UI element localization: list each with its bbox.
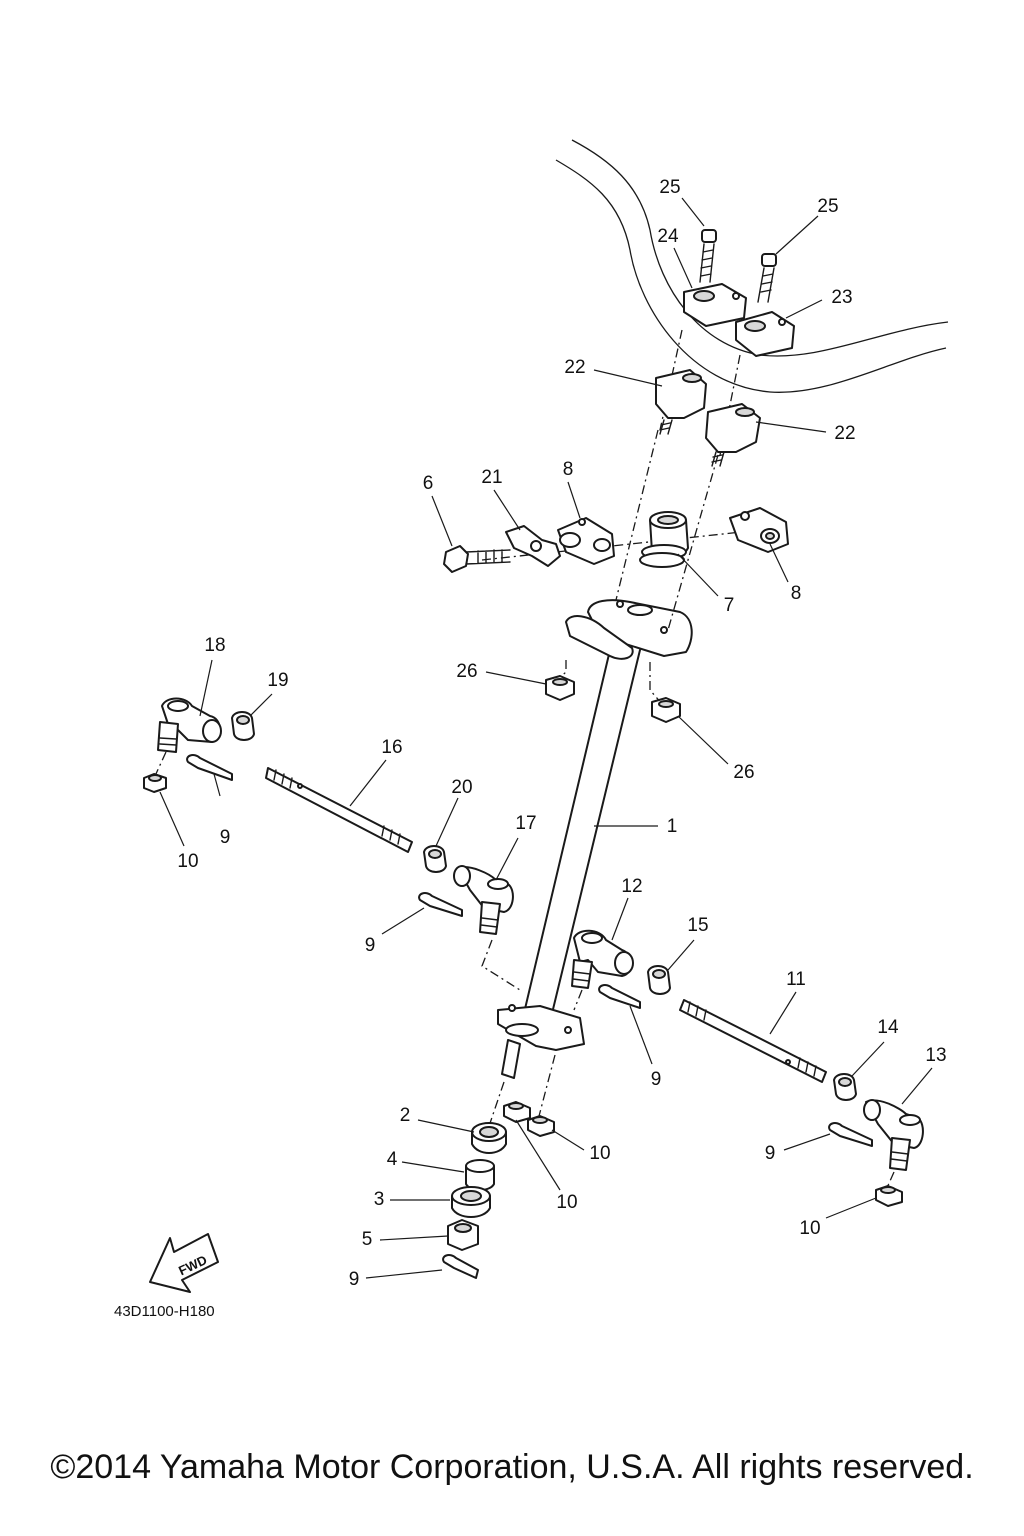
- handlebar-outline: [555, 139, 949, 393]
- cotter-pin-left-outer: [186, 754, 233, 781]
- diagram-code: 43D1100-H180: [114, 1303, 215, 1320]
- callout-22: 22: [564, 357, 585, 378]
- tie-rod-left: [265, 767, 413, 853]
- column-holder-rear: [729, 507, 789, 553]
- callout-23: 23: [831, 287, 852, 308]
- locknut-14: [833, 1073, 857, 1101]
- callout-10: 10: [177, 851, 198, 872]
- callout-11: 11: [786, 969, 806, 990]
- collar: [465, 1159, 495, 1191]
- callout-16: 16: [381, 737, 402, 758]
- callout-24: 24: [657, 226, 679, 247]
- callout-10: 10: [556, 1192, 577, 1213]
- callout-15: 15: [687, 915, 708, 936]
- lock-washer-plate: [505, 525, 561, 567]
- callout-9: 9: [765, 1143, 776, 1164]
- tie-rod-end-inner-right: [571, 929, 634, 989]
- callout-labels: 25 25 24 23 22 22 6 21 8 7 8 26 26 1 18 …: [177, 177, 946, 1290]
- callout-4: 4: [387, 1149, 398, 1170]
- bearing-upper: [471, 1122, 507, 1154]
- callout-9: 9: [651, 1069, 662, 1090]
- handlebar-upper-clamp-right: [735, 311, 795, 357]
- callout-9: 9: [220, 827, 231, 848]
- callout-6: 6: [423, 473, 434, 494]
- callout-20: 20: [451, 777, 472, 798]
- callout-25: 25: [659, 177, 680, 198]
- castle-nut-bottom: [447, 1219, 479, 1251]
- castle-nut-left: [143, 773, 167, 793]
- handlebar-holder-right: [705, 403, 761, 467]
- column-bracket-nut-left: [545, 675, 575, 701]
- callout-18: 18: [204, 635, 225, 656]
- tie-rod-end-outer-left: [157, 697, 222, 753]
- callout-21: 21: [481, 467, 502, 488]
- callout-9: 9: [349, 1269, 360, 1290]
- tie-rod-end-outer-right: [863, 1099, 924, 1171]
- callout-22: 22: [834, 423, 855, 444]
- castle-nut-center-left: [503, 1101, 531, 1123]
- handlebar-upper-clamp-left: [683, 283, 747, 327]
- clamp-bolt-right: [757, 253, 777, 303]
- column-holder-front: [557, 517, 615, 565]
- steering-column: [497, 599, 693, 1079]
- callout-9: 9: [365, 935, 376, 956]
- callout-25: 25: [817, 196, 838, 217]
- handlebar-holder-left: [655, 369, 707, 435]
- callout-3: 3: [374, 1189, 385, 1210]
- callout-7: 7: [724, 595, 735, 616]
- clamp-bolt-left: [699, 229, 717, 283]
- callout-13: 13: [925, 1045, 946, 1066]
- cotter-pin-right-inner: [598, 984, 641, 1009]
- column-bushing: [639, 511, 689, 568]
- fwd-arrow-icon: FWD: [149, 1233, 219, 1293]
- callout-19: 19: [267, 670, 288, 691]
- locknut-15: [647, 965, 671, 995]
- callout-8: 8: [791, 583, 802, 604]
- castle-nut-right: [875, 1185, 903, 1207]
- callout-17: 17: [515, 813, 536, 834]
- cotter-pin-right-outer: [828, 1122, 873, 1147]
- tie-rod-right: [679, 999, 827, 1083]
- callout-12: 12: [621, 876, 642, 897]
- bearing-lower: [451, 1186, 491, 1218]
- tie-rod-end-inner-left: [453, 865, 514, 935]
- callout-1: 1: [667, 816, 678, 837]
- callout-5: 5: [362, 1229, 373, 1250]
- callout-26: 26: [733, 762, 754, 783]
- locknut-20: [423, 845, 447, 873]
- column-holder-bolt: [443, 545, 511, 573]
- castle-nut-center-right: [527, 1115, 555, 1137]
- callout-2: 2: [400, 1105, 411, 1126]
- callout-26: 26: [456, 661, 477, 682]
- callout-10: 10: [589, 1143, 610, 1164]
- callout-10: 10: [799, 1218, 820, 1239]
- cotter-pin-bottom: [442, 1254, 479, 1279]
- callout-8: 8: [563, 459, 574, 480]
- cotter-pin-left-inner: [418, 892, 463, 917]
- column-bracket-nut-right: [651, 697, 681, 723]
- leader-lines: [159, 197, 933, 1279]
- copyright-notice: ©2014 Yamaha Motor Corporation, U.S.A. A…: [50, 1448, 974, 1486]
- locknut-19: [231, 711, 255, 741]
- callout-14: 14: [877, 1017, 899, 1038]
